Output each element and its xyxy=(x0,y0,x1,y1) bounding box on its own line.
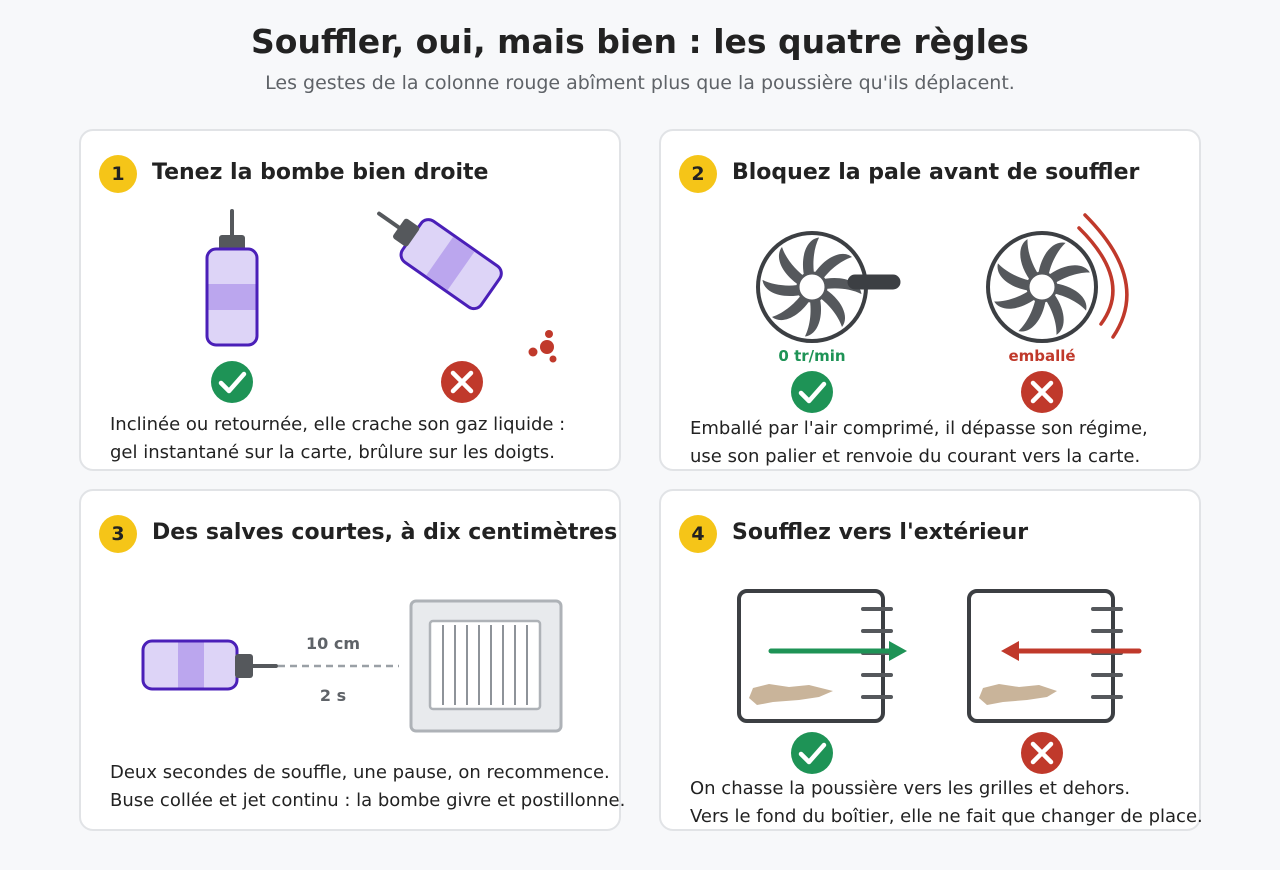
rule-1-illustration xyxy=(205,209,557,403)
check-icon xyxy=(791,371,833,413)
rule-number-badge: 4 xyxy=(679,515,717,553)
spray-can-horizontal-icon xyxy=(141,639,278,691)
rule-card-2: 2 Bloquez la pale avant de souffler xyxy=(659,129,1201,471)
rule-title: Soufflez vers l'extérieur xyxy=(732,520,1029,545)
rule-4-illustration xyxy=(737,589,1142,774)
rule-description-line: Vers le fond du boîtier, elle ne fait qu… xyxy=(690,806,1203,827)
rule-description-line: gel instantané sur la carte, brûlure sur… xyxy=(110,442,555,463)
fan-blocked-icon xyxy=(756,231,901,343)
cross-icon xyxy=(1021,371,1063,413)
rule-number-badge: 1 xyxy=(99,155,137,193)
check-icon xyxy=(791,732,833,774)
heatsink-icon xyxy=(409,599,563,733)
rule-2-illustration: 0 tr/min emballé xyxy=(756,213,1129,413)
distance-label: 10 cm xyxy=(306,634,360,653)
rule-description-line: Buse collée et jet continu : la bombe gi… xyxy=(110,790,626,811)
rule-3-illustration: 10 cm 2 s xyxy=(141,599,563,733)
rule-description-line: Inclinée ou retournée, elle crache son g… xyxy=(110,414,566,435)
rule-card-3: 3 Des salves courtes, à dix centimètres … xyxy=(79,489,625,831)
rule-description-line: Deux secondes de souffle, une pause, on … xyxy=(110,762,610,783)
page-title: Souffler, oui, mais bien : les quatre rè… xyxy=(251,22,1029,61)
cross-icon xyxy=(441,361,483,403)
rule-title: Des salves courtes, à dix centimètres xyxy=(152,520,618,545)
rule-title: Bloquez la pale avant de souffler xyxy=(732,160,1140,185)
liquid-spit-icon xyxy=(528,330,557,363)
rule-description: Inclinée ou retournée, elle crache son g… xyxy=(110,411,565,467)
rule-description-line: On chasse la poussière vers les grilles … xyxy=(690,778,1131,799)
check-icon xyxy=(211,361,253,403)
duration-label: 2 s xyxy=(320,686,346,705)
rule-description: Emballé par l'air comprimé, il dépasse s… xyxy=(690,415,1148,471)
fan-bad-label: emballé xyxy=(1008,347,1075,365)
case-airflow-out-icon xyxy=(737,589,907,723)
rule-description: Deux secondes de souffle, une pause, on … xyxy=(110,759,625,815)
rule-description-line: Emballé par l'air comprimé, il dépasse s… xyxy=(690,418,1148,439)
spray-can-tilted-icon xyxy=(377,211,503,311)
case-airflow-in-icon xyxy=(967,589,1142,723)
cross-icon xyxy=(1021,732,1063,774)
rule-description-line: use son palier et renvoie du courant ver… xyxy=(690,446,1141,467)
spray-can-upright-icon xyxy=(205,209,259,347)
rule-number-badge: 2 xyxy=(679,155,717,193)
rule-title: Tenez la bombe bien droite xyxy=(152,160,489,185)
rule-number-badge: 3 xyxy=(99,515,137,553)
rule-card-1: 1 Tenez la bombe bien droite xyxy=(79,129,621,471)
fan-good-label: 0 tr/min xyxy=(778,347,845,365)
rule-description: On chasse la poussière vers les grilles … xyxy=(690,775,1203,831)
rule-card-4: 4 Soufflez vers l'extérieur xyxy=(659,489,1203,831)
fan-spinning-icon xyxy=(975,213,1129,354)
page-subtitle: Les gestes de la colonne rouge abîment p… xyxy=(265,72,1015,94)
